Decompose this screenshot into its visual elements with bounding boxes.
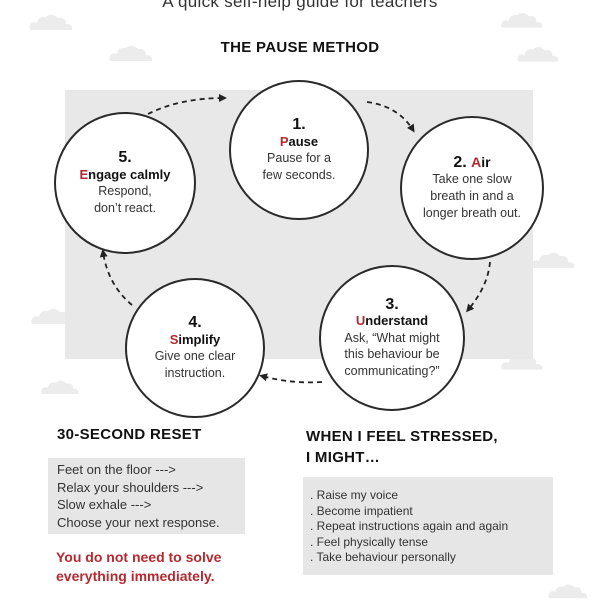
step-2-circle: 2. Air Take one slow breath in and a lon… xyxy=(400,116,544,260)
step-5-circle: 5. Engage calmly Respond, don’t react. xyxy=(54,112,196,254)
step-text-line: Pause for a xyxy=(267,151,331,166)
reset-item: Feet on the floor ---> xyxy=(57,462,176,477)
arrow-4-to-5 xyxy=(99,249,133,306)
arrow-5-to-1 xyxy=(147,94,227,115)
step-title: Understand xyxy=(355,313,429,329)
step-number: 5. xyxy=(118,149,132,167)
step-text-line: don’t react. xyxy=(94,200,156,215)
stress-item: . Repeat instructions again and again xyxy=(310,519,509,533)
step-text-line: this behaviour be xyxy=(344,347,440,362)
stress-box: . Raise my voice . Become impatient . Re… xyxy=(303,477,553,575)
step-number: 3. xyxy=(385,295,399,313)
arrow-1-to-2 xyxy=(366,101,415,133)
step-text-line: longer breath out. xyxy=(423,206,521,221)
step-text-line: Give one clear xyxy=(154,349,236,364)
step-number: 1. xyxy=(292,116,306,134)
reset-title: 30-SECOND RESET xyxy=(57,426,202,443)
reset-item: Relax your shoulders ---> xyxy=(57,479,204,495)
step-text-line: Take one slow xyxy=(432,172,512,187)
stress-item: . Become impatient xyxy=(310,503,413,518)
step-title: Pause xyxy=(279,133,319,149)
cloud-icon xyxy=(531,252,575,268)
method-title: THE PAUSE METHOD xyxy=(220,39,380,56)
step-4-circle: 4. Simplify Give one clear instruction. xyxy=(125,278,265,418)
stress-item: . Raise my voice xyxy=(310,488,399,502)
step-text-line: instruction. xyxy=(164,365,226,380)
reset-item: Slow exhale ---> xyxy=(57,497,152,512)
cloud-icon xyxy=(109,45,153,61)
reset-item: Choose your next response. xyxy=(57,514,220,530)
stress-item: . Feel physically tense xyxy=(310,534,429,549)
cloud-icon xyxy=(31,308,75,324)
cloud-icon xyxy=(501,13,543,28)
stress-item: . Take behaviour personally xyxy=(310,550,456,564)
cloud-icon xyxy=(517,47,559,62)
arrow-2-to-3 xyxy=(466,261,491,313)
step-1-circle: 1. Pause Pause for a few seconds. xyxy=(229,80,369,220)
step-text-line: few seconds. xyxy=(262,167,336,182)
step-title: Simplify xyxy=(169,331,221,347)
stress-title: WHEN I FEEL STRESSED, I MIGHT… xyxy=(306,428,498,466)
reset-box: Feet on the floor ---> Relax your should… xyxy=(48,458,245,534)
cloud-icon xyxy=(548,584,588,599)
step-text-line: breath in and a xyxy=(430,189,514,204)
subtitle: A quick self-help guide for teachers xyxy=(162,0,438,11)
cloud-icon xyxy=(29,14,73,30)
step-3-circle: 3. Understand Ask, “What might this beha… xyxy=(319,265,465,411)
step-text-line: Respond, xyxy=(98,184,152,199)
step-title: Engage calmly xyxy=(79,166,171,182)
step-text-line: communicating?” xyxy=(344,364,440,379)
arrow-3-to-4 xyxy=(259,373,323,384)
step-number: 4. xyxy=(188,314,202,332)
closing-message: You do not need to solve everything imme… xyxy=(56,549,222,584)
step-number: 2. Air xyxy=(453,153,491,171)
cloud-icon xyxy=(41,380,79,394)
step-text-line: Ask, “What might xyxy=(344,330,440,345)
